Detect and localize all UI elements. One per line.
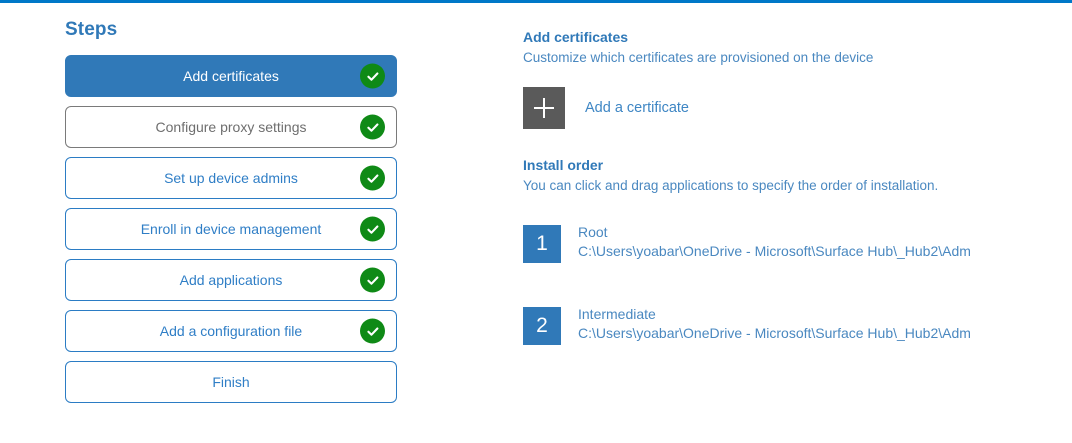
order-item-name: Intermediate [578,306,656,322]
step-button-configure-proxy-settings[interactable]: Configure proxy settings [65,106,397,148]
step-label: Set up device admins [164,170,298,186]
step-label: Enroll in device management [140,221,322,237]
step-label: Configure proxy settings [155,119,307,135]
install-order-section: Install order You can click and drag app… [523,157,1043,345]
add-a-certificate-button[interactable]: Add a certificate [523,87,689,129]
step-label: Finish [212,374,250,390]
add-certificates-heading: Add certificates [523,29,629,45]
step-label: Add a configuration file [159,323,303,339]
order-number-badge: 2 [523,307,561,345]
check-circle-icon [360,216,385,242]
step-button-finish[interactable]: Finish [65,361,397,403]
check-circle-icon [360,114,385,140]
check-circle-icon [360,267,385,293]
install-order-subtitle: You can click and drag applications to s… [523,178,939,193]
step-button-enroll-in-device-management[interactable]: Enroll in device management [65,208,397,250]
check-circle-icon [360,165,385,191]
step-button-add-applications[interactable]: Add applications [65,259,397,301]
plus-icon [523,87,565,129]
order-item-path: C:\Users\yoabar\OneDrive - Microsoft\Sur… [578,325,971,342]
order-number-badge: 1 [523,225,561,263]
detail-panel: Add certificates Customize which certifi… [523,29,1043,387]
add-certificates-section: Add certificates Customize which certifi… [523,29,1043,129]
add-a-certificate-label: Add a certificate [585,100,689,116]
step-button-set-up-device-admins[interactable]: Set up device admins [65,157,397,199]
step-button-add-certificates[interactable]: Add certificates [65,55,397,97]
top-accent-bar [0,0,1072,3]
step-button-add-a-configuration-file[interactable]: Add a configuration file [65,310,397,352]
order-item-name: Root [578,224,608,240]
order-item-path: C:\Users\yoabar\OneDrive - Microsoft\Sur… [578,243,971,260]
step-label: Add certificates [183,68,279,84]
check-circle-icon [360,63,385,89]
install-order-heading: Install order [523,157,604,173]
steps-title: Steps [65,19,118,40]
check-circle-icon [360,318,385,344]
add-certificates-subtitle: Customize which certificates are provisi… [523,50,874,65]
step-label: Add applications [179,272,283,288]
